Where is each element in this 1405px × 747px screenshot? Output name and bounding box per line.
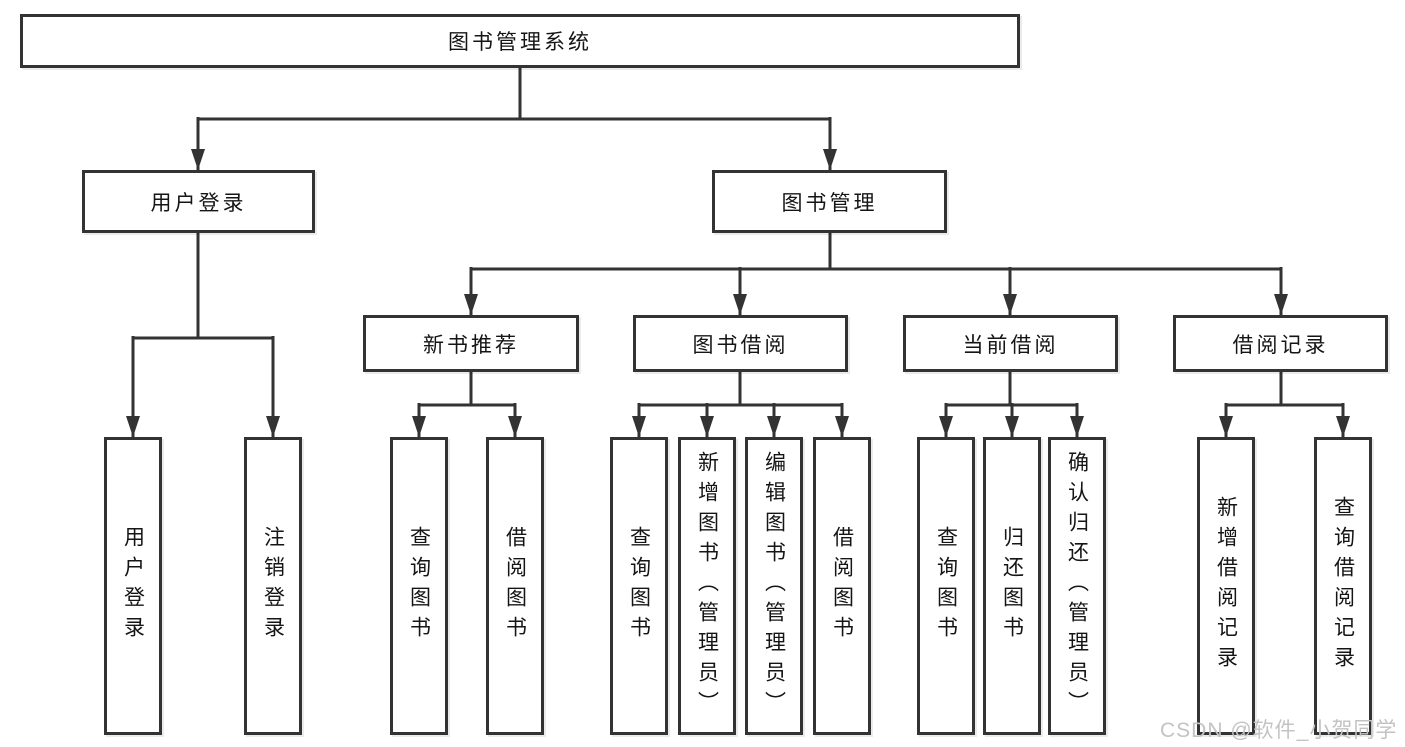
- node-root-label: 图书管理系统: [448, 31, 592, 54]
- leaf-record-add-borrow-record: 新增借阅记录: [1197, 437, 1255, 735]
- leaf-borrow-borrow-book: 借阅图书: [813, 437, 871, 735]
- node-current-borrow-label: 当前借阅: [962, 333, 1059, 357]
- branch-root: [198, 68, 830, 121]
- node-book-borrow-label: 图书借阅: [692, 333, 789, 357]
- leaf-current-confirm-return-admin-label: 确认归还（管理员）: [1065, 451, 1089, 721]
- leaf-current-return-book: 归还图书: [983, 437, 1041, 735]
- node-book-management-label: 图书管理: [781, 191, 878, 215]
- leaf-borrow-edit-book-admin: 编辑图书（管理员）: [745, 437, 803, 735]
- node-book-management: 图书管理: [712, 170, 947, 233]
- leaf-borrow-edit-book-admin-label: 编辑图书（管理员）: [762, 451, 786, 721]
- leaf-borrow-query-book-label: 查询图书: [627, 526, 651, 646]
- leaf-record-add-borrow-record-label: 新增借阅记录: [1214, 496, 1238, 676]
- leaf-borrow-borrow-book-label: 借阅图书: [830, 526, 854, 646]
- leaf-rec-borrow-book: 借阅图书: [486, 437, 544, 735]
- leaf-rec-query-book-label: 查询图书: [407, 526, 431, 646]
- branch-current: [946, 372, 1077, 407]
- leaf-logout-login-label: 注销登录: [261, 526, 285, 646]
- branch-user-login: [133, 233, 273, 340]
- node-user-login-label: 用户登录: [150, 191, 247, 215]
- branch-borrow: [639, 372, 842, 407]
- csdn-watermark: CSDN @软件_小贺同学: [1160, 719, 1398, 742]
- leaf-borrow-add-book-admin: 新增图书（管理员）: [678, 437, 736, 735]
- leaf-borrow-add-book-admin-label: 新增图书（管理员）: [695, 451, 719, 721]
- leaf-current-confirm-return-admin: 确认归还（管理员）: [1048, 437, 1106, 735]
- leaf-rec-borrow-book-label: 借阅图书: [503, 526, 527, 646]
- leaf-record-query-borrow-record-label: 查询借阅记录: [1331, 496, 1355, 676]
- node-borrow-record-label: 借阅记录: [1232, 333, 1329, 357]
- leaf-current-query-book-label: 查询图书: [934, 526, 958, 646]
- branch-new-rec: [419, 372, 515, 407]
- leaf-current-query-book: 查询图书: [917, 437, 975, 735]
- leaf-user-login-label: 用户登录: [121, 526, 145, 646]
- leaf-current-return-book-label: 归还图书: [1000, 526, 1024, 646]
- leaf-logout-login: 注销登录: [244, 437, 302, 735]
- leaf-record-query-borrow-record: 查询借阅记录: [1314, 437, 1372, 735]
- branch-record: [1226, 372, 1343, 407]
- node-user-login: 用户登录: [82, 170, 315, 233]
- node-root-system: 图书管理系统: [20, 14, 1020, 68]
- node-new-book-recommend: 新书推荐: [363, 315, 579, 372]
- leaf-rec-query-book: 查询图书: [390, 437, 448, 735]
- node-book-borrow: 图书借阅: [633, 315, 848, 372]
- node-current-borrow: 当前借阅: [903, 315, 1118, 372]
- branch-book-mgmt: [471, 233, 1281, 271]
- leaf-borrow-query-book: 查询图书: [610, 437, 668, 735]
- node-borrow-record: 借阅记录: [1173, 315, 1388, 372]
- node-new-book-recommend-label: 新书推荐: [423, 333, 519, 357]
- leaf-user-login: 用户登录: [104, 437, 162, 735]
